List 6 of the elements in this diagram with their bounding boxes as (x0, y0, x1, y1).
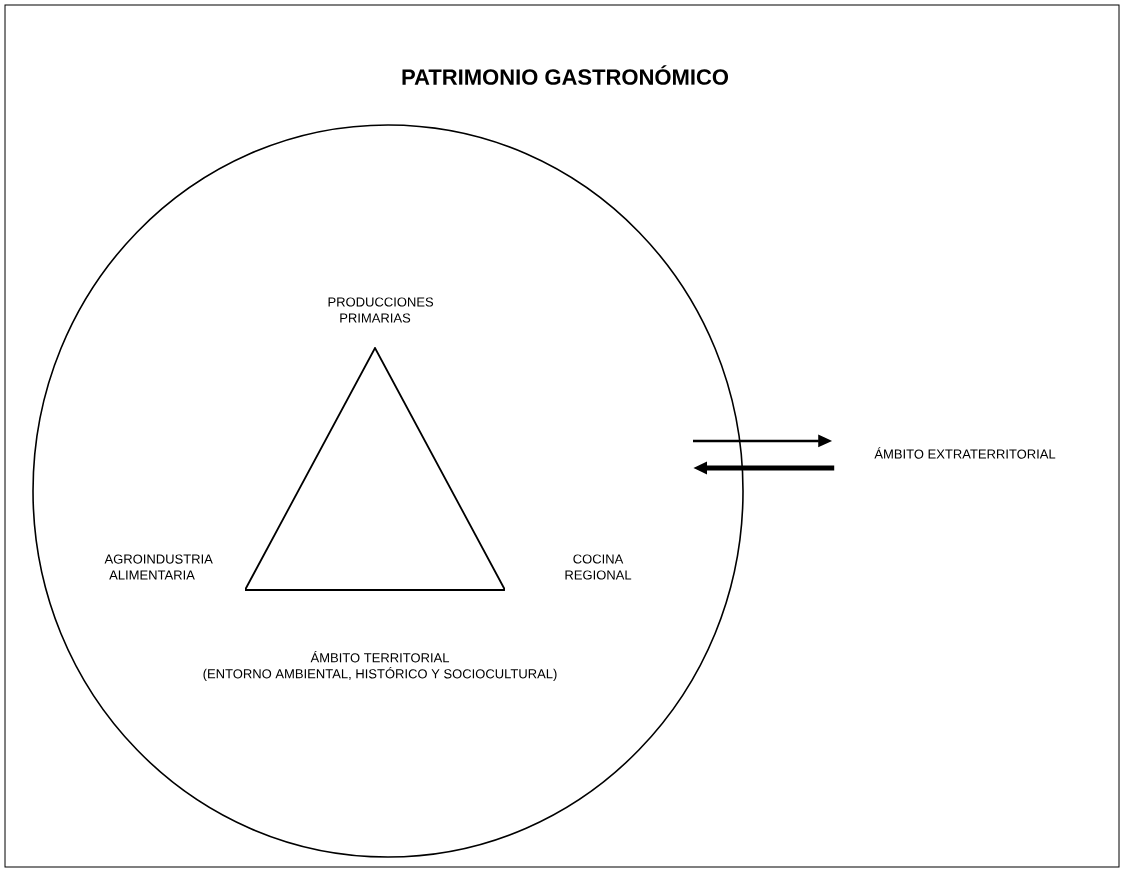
label-text: ÁMBITO EXTRATERRITORIAL (874, 447, 1056, 459)
corner-label: COCINA REGIONAL (565, 554, 632, 580)
corner-label: PRODUCCIONES PRIMARIAS (328, 297, 434, 323)
title: PATRIMONIO GASTRONÓMICO (402, 65, 729, 85)
triangle (245, 347, 505, 591)
corner-label: AGROINDUSTRIA ALIMENTARIA (104, 554, 213, 580)
